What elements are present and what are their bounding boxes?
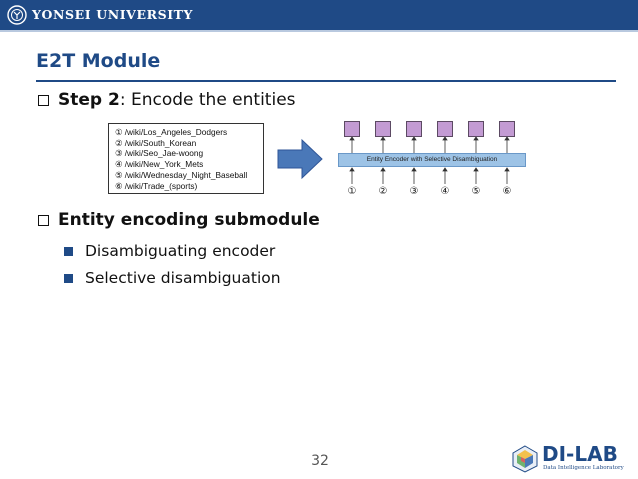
entity-item: ② /wiki/South_Korean bbox=[115, 137, 197, 148]
input-number: ⑤ bbox=[471, 186, 481, 197]
entity-list-box: ① /wiki/Los_Angeles_Dodgers ② /wiki/Sout… bbox=[108, 123, 264, 194]
input-number: ② bbox=[378, 186, 388, 197]
sub-bullet: Disambiguating encoder bbox=[64, 242, 275, 260]
input-number: ① bbox=[347, 186, 357, 197]
bullet-step2: Step 2: Encode the entities bbox=[38, 90, 418, 110]
checkbox-bullet-icon bbox=[38, 94, 49, 106]
entity-encoder-block: Entity Encoder with Selective Disambigua… bbox=[338, 153, 526, 167]
input-number: ⑥ bbox=[502, 186, 512, 197]
sub-bullet: Selective disambiguation bbox=[64, 269, 281, 287]
dilab-logo-icon bbox=[512, 445, 538, 473]
university-seal-icon bbox=[7, 5, 27, 25]
bullet-entity-encoding: Entity encoding submodule bbox=[38, 210, 418, 230]
entity-embedding-box bbox=[437, 121, 453, 137]
square-bullet-icon bbox=[64, 246, 73, 256]
entity-item: ③ /wiki/Seo_Jae-woong bbox=[115, 148, 204, 159]
entity-embedding-box bbox=[375, 121, 391, 137]
logo-name: DI-LAB bbox=[542, 442, 618, 466]
encoder-arrows bbox=[349, 136, 510, 184]
university-name: YONSEI UNIVERSITY bbox=[32, 7, 194, 22]
logo-tagline: Data Intelligence Laboratory bbox=[543, 465, 624, 471]
sub-bullet-text: Disambiguating encoder bbox=[85, 242, 276, 260]
entity-embedding-box bbox=[499, 121, 515, 137]
bullet-bold: Step 2 bbox=[58, 90, 120, 110]
header-bar: YONSEI UNIVERSITY bbox=[0, 0, 638, 30]
right-arrow-icon bbox=[277, 138, 323, 180]
square-bullet-icon bbox=[64, 273, 73, 283]
sub-bullet-text: Selective disambiguation bbox=[85, 269, 281, 287]
title-divider bbox=[36, 80, 616, 82]
input-number: ③ bbox=[409, 186, 419, 197]
entity-item: ⑤ /wiki/Wednesday_Night_Baseball bbox=[115, 169, 248, 180]
entity-item: ④ /wiki/New_York_Mets bbox=[115, 159, 204, 170]
entity-embedding-box bbox=[344, 121, 360, 137]
bullet-bold: Entity encoding submodule bbox=[58, 210, 320, 230]
checkbox-bullet-icon bbox=[38, 214, 49, 226]
slide-title: E2T Module bbox=[36, 50, 161, 72]
input-number: ④ bbox=[440, 186, 450, 197]
entity-item: ① /wiki/Los_Angeles_Dodgers bbox=[115, 127, 228, 137]
entity-item: ⑥ /wiki/Trade_(sports) bbox=[115, 180, 198, 191]
entity-embedding-box bbox=[468, 121, 484, 137]
entity-embedding-box bbox=[406, 121, 422, 137]
bullet-text: : Encode the entities bbox=[119, 90, 296, 110]
header-divider bbox=[0, 30, 638, 32]
page-number: 32 bbox=[311, 453, 329, 469]
